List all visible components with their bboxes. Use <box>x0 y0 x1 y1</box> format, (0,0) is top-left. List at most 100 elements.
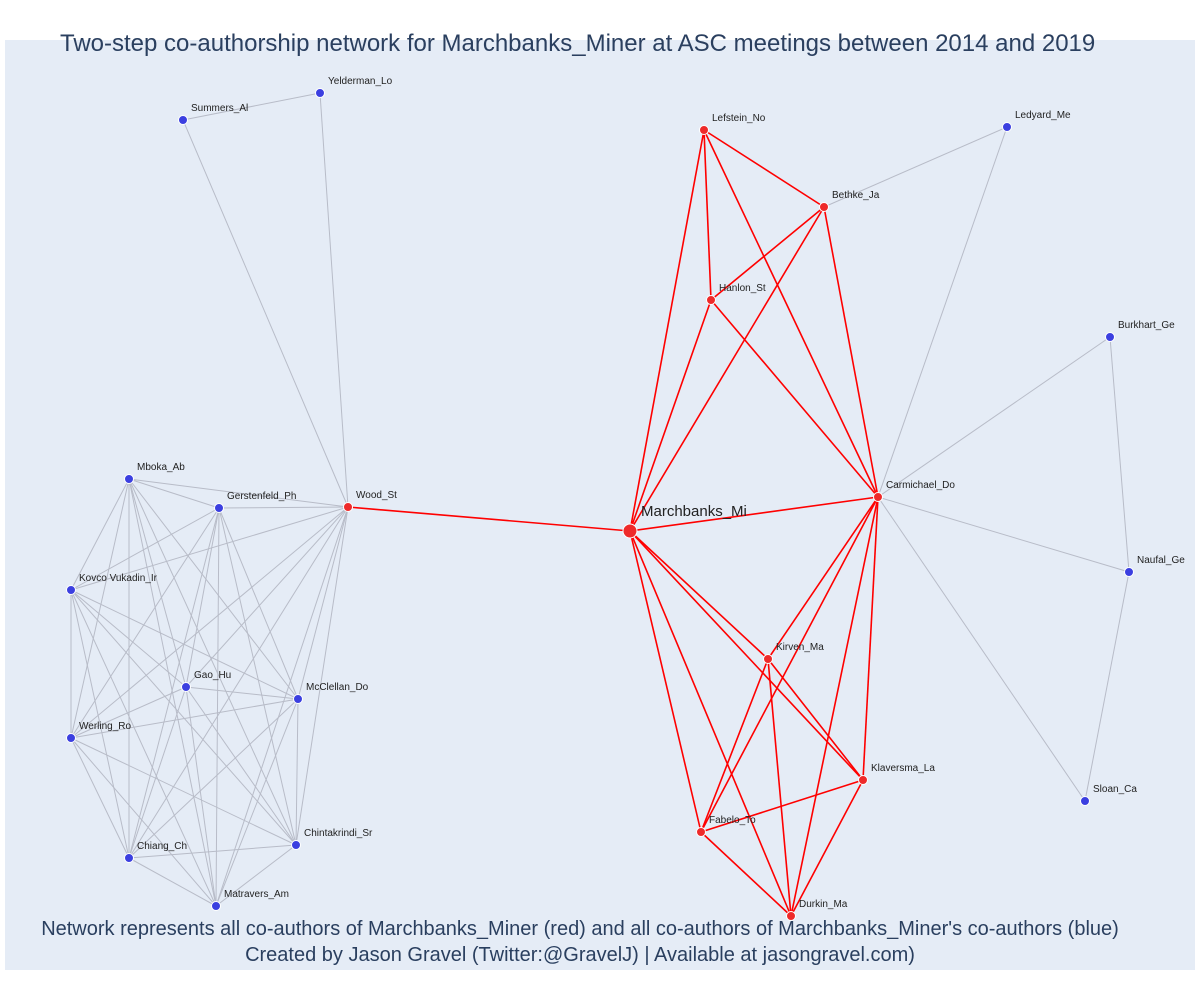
node-durkin-ma[interactable] <box>786 911 796 921</box>
edge-secondary-kovco-vukadin-ir-mcclellan-do <box>70 589 299 700</box>
edge-secondary-chintakrindi-sr-chiang-ch <box>128 844 297 859</box>
caption-description: Network represents all co-authors of Mar… <box>41 918 1119 940</box>
edge-secondary-mboka-ab-werling-ro <box>70 478 130 739</box>
edge-secondary-gao-hu-mcclellan-do <box>185 686 299 700</box>
edge-secondary-gao-hu-chiang-ch <box>128 686 187 859</box>
node-kirven-ma[interactable] <box>763 654 773 664</box>
edge-primary-fabelo-to-durkin-ma <box>700 831 792 917</box>
node-label-mcclellan-do: McClellan_Do <box>306 682 369 693</box>
node-marchbanks-mi[interactable] <box>622 523 638 539</box>
edge-primary-lefstein-no-bethke-ja <box>703 129 825 208</box>
node-label-matravers-am: Matravers_Am <box>224 889 289 900</box>
node-mboka-ab[interactable] <box>124 474 134 484</box>
edge-secondary-mcclellan-do-chintakrindi-sr <box>295 698 299 846</box>
edge-secondary-werling-ro-matravers-am <box>70 737 217 907</box>
edge-secondary-summers-al-wood-st <box>182 119 349 508</box>
edge-primary-klaversma-la-durkin-ma <box>790 779 864 917</box>
node-carmichael-do[interactable] <box>873 492 883 502</box>
edge-secondary-mboka-ab-chintakrindi-sr <box>128 478 297 846</box>
node-label-summers-al: Summers_Al <box>191 103 248 114</box>
node-werling-ro[interactable] <box>66 733 76 743</box>
edge-primary-carmichael-do-durkin-ma <box>790 496 879 917</box>
edge-secondary-gerstenfeld-ph-chintakrindi-sr <box>218 507 297 846</box>
edge-primary-marchbanks-mi-kirven-ma <box>629 530 769 660</box>
node-label-bethke-ja: Bethke_Ja <box>832 190 880 201</box>
edge-secondary-mboka-ab-mcclellan-do <box>128 478 299 700</box>
node-hanlon-st[interactable] <box>706 295 716 305</box>
node-label-burkhart-ge: Burkhart_Ge <box>1118 320 1175 331</box>
edge-primary-lefstein-no-hanlon-st <box>703 129 712 301</box>
edge-secondary-kovco-vukadin-ir-chiang-ch <box>70 589 130 859</box>
edge-secondary-ledyard-me-bethke-ja <box>823 126 1008 208</box>
edge-secondary-mboka-ab-gerstenfeld-ph <box>128 478 220 509</box>
node-chiang-ch[interactable] <box>124 853 134 863</box>
edge-secondary-kovco-vukadin-ir-wood-st <box>70 506 349 591</box>
edge-primary-carmichael-do-kirven-ma <box>767 496 879 660</box>
edge-primary-carmichael-do-fabelo-to <box>700 496 879 833</box>
node-lefstein-no[interactable] <box>699 125 709 135</box>
edge-primary-marchbanks-mi-klaversma-la <box>629 530 864 781</box>
node-bethke-ja[interactable] <box>819 202 829 212</box>
edge-secondary-werling-ro-chiang-ch <box>70 737 130 859</box>
edge-secondary-gerstenfeld-ph-matravers-am <box>215 507 220 907</box>
node-chintakrindi-sr[interactable] <box>291 840 301 850</box>
edge-secondary-werling-ro-wood-st <box>70 506 349 739</box>
coauthor-edges-blue <box>70 92 1130 907</box>
edge-secondary-naufal-ge-sloan-ca <box>1084 571 1130 802</box>
node-gerstenfeld-ph[interactable] <box>214 503 224 513</box>
node-kovco-vukadin-ir[interactable] <box>66 585 76 595</box>
edge-secondary-gerstenfeld-ph-wood-st <box>218 506 349 509</box>
node-label-ledyard-me: Ledyard_Me <box>1015 110 1071 121</box>
edge-secondary-mboka-ab-gao-hu <box>128 478 187 688</box>
node-naufal-ge[interactable] <box>1124 567 1134 577</box>
node-label-kirven-ma: Kirven_Ma <box>776 642 824 653</box>
edge-secondary-ledyard-me-carmichael-do <box>877 126 1008 498</box>
node-yelderman-lo[interactable] <box>315 88 325 98</box>
edge-primary-bethke-ja-hanlon-st <box>710 206 825 301</box>
edge-secondary-mcclellan-do-wood-st <box>297 506 349 700</box>
node-label-yelderman-lo: Yelderman_Lo <box>328 76 393 87</box>
node-label-lefstein-no: Lefstein_No <box>712 113 766 124</box>
node-burkhart-ge[interactable] <box>1105 332 1115 342</box>
node-label-hanlon-st: Hanlon_St <box>719 283 766 294</box>
edge-primary-kirven-ma-durkin-ma <box>767 658 792 917</box>
node-wood-st[interactable] <box>343 502 353 512</box>
edge-secondary-kovco-vukadin-ir-chintakrindi-sr <box>70 589 297 846</box>
edge-secondary-gerstenfeld-ph-chiang-ch <box>128 507 220 859</box>
node-label-marchbanks-mi: Marchbanks_Mi <box>641 503 747 520</box>
node-label-fabelo-to: Fabelo_To <box>709 815 756 826</box>
edge-primary-marchbanks-mi-wood-st <box>347 506 631 532</box>
node-mcclellan-do[interactable] <box>293 694 303 704</box>
edge-secondary-chintakrindi-sr-matravers-am <box>215 844 297 907</box>
edge-primary-carmichael-do-klaversma-la <box>862 496 879 781</box>
node-summers-al[interactable] <box>178 115 188 125</box>
edge-primary-marchbanks-mi-hanlon-st <box>629 299 712 532</box>
edge-secondary-mcclellan-do-matravers-am <box>215 698 299 907</box>
node-sloan-ca[interactable] <box>1080 796 1090 806</box>
chart-title: Two-step co-authorship network for March… <box>60 30 1096 57</box>
edge-secondary-gao-hu-chintakrindi-sr <box>185 686 297 846</box>
edge-secondary-mboka-ab-kovco-vukadin-ir <box>70 478 130 591</box>
node-gao-hu[interactable] <box>181 682 191 692</box>
node-matravers-am[interactable] <box>211 901 221 911</box>
edge-secondary-gerstenfeld-ph-werling-ro <box>70 507 220 739</box>
edge-secondary-kovco-vukadin-ir-gao-hu <box>70 589 187 688</box>
edge-secondary-gao-hu-werling-ro <box>70 686 187 739</box>
edge-primary-klaversma-la-fabelo-to <box>700 779 864 833</box>
edge-secondary-gerstenfeld-ph-gao-hu <box>185 507 220 688</box>
node-klaversma-la[interactable] <box>858 775 868 785</box>
node-ledyard-me[interactable] <box>1002 122 1012 132</box>
edge-secondary-burkhart-ge-carmichael-do <box>877 336 1111 498</box>
node-fabelo-to[interactable] <box>696 827 706 837</box>
node-label-mboka-ab: Mboka_Ab <box>137 462 185 473</box>
edge-primary-marchbanks-mi-lefstein-no <box>629 129 705 532</box>
edge-primary-kirven-ma-fabelo-to <box>700 658 769 833</box>
edge-primary-bethke-ja-carmichael-do <box>823 206 879 498</box>
network-nodes <box>66 88 1134 921</box>
edge-secondary-gao-hu-matravers-am <box>185 686 217 907</box>
edge-primary-hanlon-st-carmichael-do <box>710 299 879 498</box>
edge-secondary-naufal-ge-carmichael-do <box>877 496 1130 573</box>
node-label-durkin-ma: Durkin_Ma <box>799 899 848 910</box>
edge-secondary-chiang-ch-matravers-am <box>128 857 217 907</box>
